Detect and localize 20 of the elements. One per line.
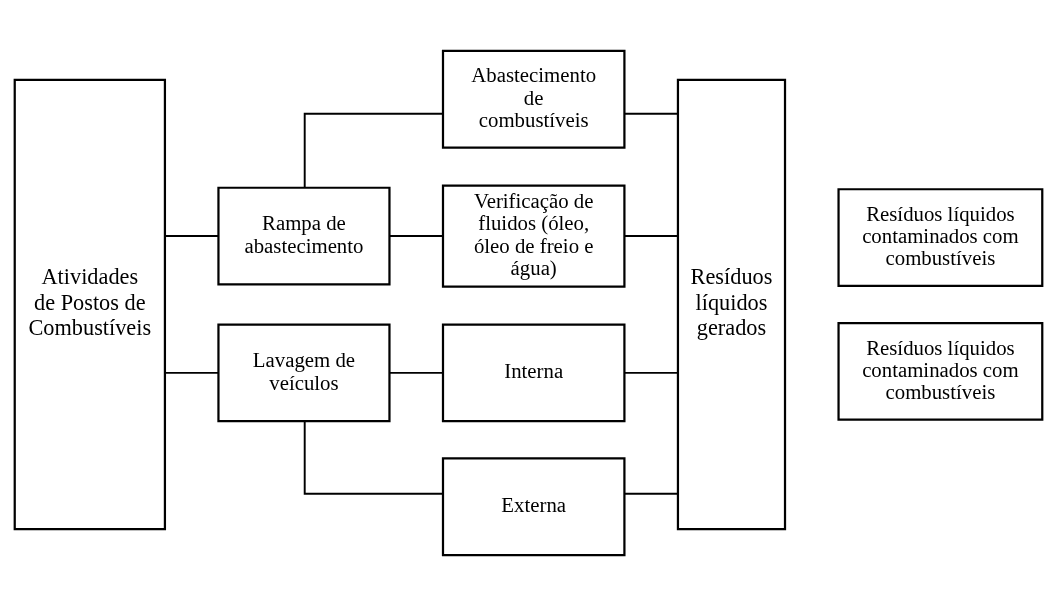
node-box: Lavagem de veículos xyxy=(217,322,391,422)
connector xyxy=(623,234,679,237)
connector xyxy=(623,371,679,374)
connector xyxy=(164,234,220,237)
connector xyxy=(164,371,220,374)
node-box: Resíduos líquidos contaminados com combustíveis xyxy=(837,187,1044,287)
node-box: Abastecimento de combustíveis xyxy=(441,49,626,149)
node-box: Resíduos líquidos contaminados com combustíveis xyxy=(837,321,1044,421)
node-box: Resíduos líquidos gerados xyxy=(676,78,787,530)
node-box: Rampa de abastecimento xyxy=(217,186,391,286)
node-box: Verificação de fluidos (óleo, óleo de freio e água) xyxy=(441,183,626,288)
node-box: Interna xyxy=(441,322,626,422)
connector xyxy=(303,112,444,189)
connector xyxy=(388,234,444,237)
connector xyxy=(623,112,679,115)
node-box: Atividades de Postos de Combustíveis xyxy=(13,78,167,530)
connector xyxy=(388,371,444,374)
connector xyxy=(303,419,444,495)
node-box: Externa xyxy=(441,456,626,556)
connector xyxy=(623,492,679,495)
